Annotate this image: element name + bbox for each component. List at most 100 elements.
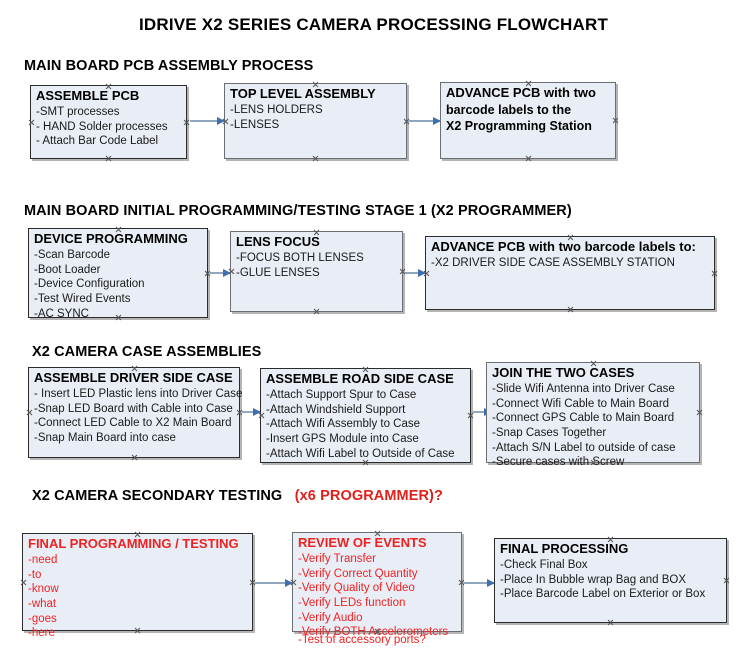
box-title: JOIN THE TWO CASES (492, 365, 635, 380)
section-heading-x2-camera-case-assemblies: X2 CAMERA CASE ASSEMBLIES (32, 344, 261, 360)
resize-handle-right[interactable] (723, 577, 730, 584)
box-line: -X2 DRIVER SIDE CASE ASSEMBLY STATION (431, 256, 675, 269)
box-line: -Test Wired Events (34, 292, 131, 305)
section-heading-main-board-pcb-assembly: MAIN BOARD PCB ASSEMBLY PROCESS (24, 58, 313, 74)
resize-handle-left[interactable] (20, 579, 27, 586)
box-line: -Insert GPS Module into Case (266, 432, 419, 445)
box-title: REVIEW OF EVENTS (298, 535, 427, 550)
process-box-top-level-assembly[interactable]: TOP LEVEL ASSEMBLY -LENS HOLDERS -LENSES (224, 83, 407, 159)
resize-handle-left[interactable] (26, 409, 33, 416)
box-line: -here (28, 627, 55, 640)
resize-handle-bottom[interactable] (131, 454, 138, 461)
box-line: -GLUE LENSES (236, 266, 320, 279)
box-line: -Attach S/N Label to outside of case (492, 441, 676, 454)
connector-final-programming-to-review-of-events (255, 578, 293, 587)
section-heading-main-board-initial-programming: MAIN BOARD INITIAL PROGRAMMING/TESTING S… (24, 203, 572, 219)
resize-handle-right[interactable] (612, 117, 619, 124)
box-line: -to (28, 568, 42, 581)
connector-lens-focus-to-advance-pcb (405, 268, 426, 277)
box-title: DEVICE PROGRAMMING (34, 231, 188, 246)
resize-handle-right[interactable] (467, 412, 474, 419)
box-line: -need (28, 553, 58, 566)
process-box-final-processing[interactable]: FINAL PROCESSING -Check Final Box -Place… (494, 538, 727, 623)
box-line: -LENSES (230, 118, 280, 131)
section-heading-text: MAIN BOARD PCB ASSEMBLY PROCESS (24, 58, 314, 74)
box-title: ADVANCE PCB with two (446, 85, 596, 100)
process-box-join-the-two-cases[interactable]: JOIN THE TWO CASES -Slide Wifi Antenna i… (486, 362, 703, 468)
box-line: -Secure cases with Screw (492, 456, 625, 469)
box-line: -Place In Bubble wrap Bag and BOX (500, 573, 687, 586)
arrow-head-icon (223, 268, 231, 277)
process-box-assemble-driver-side-case[interactable]: ASSEMBLE DRIVER SIDE CASE - Insert LED P… (26, 367, 243, 461)
connector-driver-case-to-road-case (242, 407, 261, 416)
arrow-head-icon (285, 578, 293, 587)
box-line: -Scan Barcode (34, 248, 111, 261)
process-box-advance-pcb-driver-side-case[interactable]: ADVANCE PCB with two barcode labels to: … (425, 236, 715, 310)
process-box-review-of-events[interactable]: REVIEW OF EVENTS -Verify Transfer -Verif… (292, 532, 462, 646)
resize-handle-bottom[interactable] (105, 155, 112, 162)
box-line: -Verify Transfer (298, 552, 376, 565)
section-heading-accent: (x6 PROGRAMMER)? (294, 488, 443, 504)
box-line: -Attach Wifi Assembly to Case (266, 418, 421, 431)
box-line: - HAND Solder processes (36, 120, 168, 133)
box-line: - Insert LED Plastic lens into Driver Ca… (34, 387, 243, 400)
box-line: -Attach Windshield Support (266, 403, 406, 416)
resize-handle-bottom[interactable] (607, 619, 614, 626)
box-title: ASSEMBLE ROAD SIDE CASE (266, 371, 454, 386)
box-title: FINAL PROGRAMMING / TESTING (28, 536, 239, 551)
connector-review-of-events-to-final-processing (464, 578, 495, 587)
connector-device-programming-to-lens-focus (210, 268, 231, 277)
box-line: -Device Configuration (34, 278, 145, 291)
resize-handle-right[interactable] (183, 119, 190, 126)
resize-handle-right[interactable] (711, 270, 718, 277)
box-title: ASSEMBLE PCB (36, 88, 140, 103)
box-line: -Verify Quality of Video (298, 582, 415, 595)
box-line: -what (28, 597, 57, 610)
arrow-head-icon (217, 116, 225, 125)
page-title: IDRIVE X2 SERIES CAMERA PROCESSING FLOWC… (138, 15, 609, 34)
box-line: -Connect Wifi Cable to Main Board (492, 397, 670, 410)
resize-handle-left[interactable] (28, 119, 35, 126)
arrow-head-icon (433, 116, 441, 125)
resize-handle-right[interactable] (696, 409, 703, 416)
box-title: TOP LEVEL ASSEMBLY (230, 86, 376, 101)
box-line: -know (28, 583, 59, 596)
box-line: -Connect GPS Cable to Main Board (492, 412, 675, 425)
arrow-head-icon (253, 407, 261, 416)
section-heading-x2-camera-secondary-testing: X2 CAMERA SECONDARY TESTING (x6 PROGRAMM… (32, 488, 443, 504)
box-line: -Snap Cases Together (492, 426, 607, 439)
box-line: -AC SYNC (34, 307, 89, 320)
process-box-final-programming-testing[interactable]: FINAL PROGRAMMING / TESTING -need -to -k… (20, 533, 253, 639)
process-box-advance-pcb-programming-station[interactable]: ADVANCE PCB with two barcode labels to t… (440, 82, 616, 159)
box-line: -SMT processes (36, 105, 120, 118)
resize-handle-bottom[interactable] (567, 306, 574, 313)
box-line: - Attach Bar Code Label (36, 135, 159, 148)
process-box-assemble-road-side-case[interactable]: ASSEMBLE ROAD SIDE CASE -Attach Support … (260, 368, 471, 463)
connector-assemble-pcb-to-top-level (190, 116, 225, 125)
box-line: -Snap Main Board into case (34, 431, 176, 444)
box-title: ADVANCE PCB with two barcode labels to: (431, 239, 696, 254)
box-line: -Boot Loader (34, 263, 101, 276)
box-title: LENS FOCUS (236, 234, 320, 249)
connector-top-level-to-advance-pcb (408, 116, 441, 125)
resize-handle-bottom[interactable] (525, 155, 532, 162)
box-line: -Check Final Box (500, 558, 588, 571)
box-line: X2 Programming Station (446, 119, 592, 134)
box-title: FINAL PROCESSING (500, 541, 629, 556)
resize-handle-bottom[interactable] (313, 308, 320, 315)
box-title: ASSEMBLE DRIVER SIDE CASE (34, 370, 233, 385)
box-line: -Verify Correct Quantity (298, 567, 418, 580)
box-line: -Verify Audio (298, 611, 363, 624)
process-box-assemble-pcb[interactable]: ASSEMBLE PCB -SMT processes - HAND Solde… (30, 85, 187, 159)
box-line: -goes (28, 612, 57, 625)
box-line: -FOCUS BOTH LENSES (236, 251, 364, 264)
process-box-lens-focus[interactable]: LENS FOCUS -FOCUS BOTH LENSES -GLUE LENS… (230, 231, 403, 312)
box-line: -Connect LED Cable to X2 Main Board (34, 417, 232, 430)
resize-handle-bottom[interactable] (312, 155, 319, 162)
box-line: -Snap LED Board with Cable into Case (34, 402, 233, 415)
box-line: -Attach Support Spur to Case (266, 388, 417, 401)
process-box-device-programming[interactable]: DEVICE PROGRAMMING -Scan Barcode -Boot L… (28, 228, 208, 320)
box-line: barcode labels to the (446, 102, 572, 117)
box-line: -Verify LEDs function (298, 596, 406, 609)
